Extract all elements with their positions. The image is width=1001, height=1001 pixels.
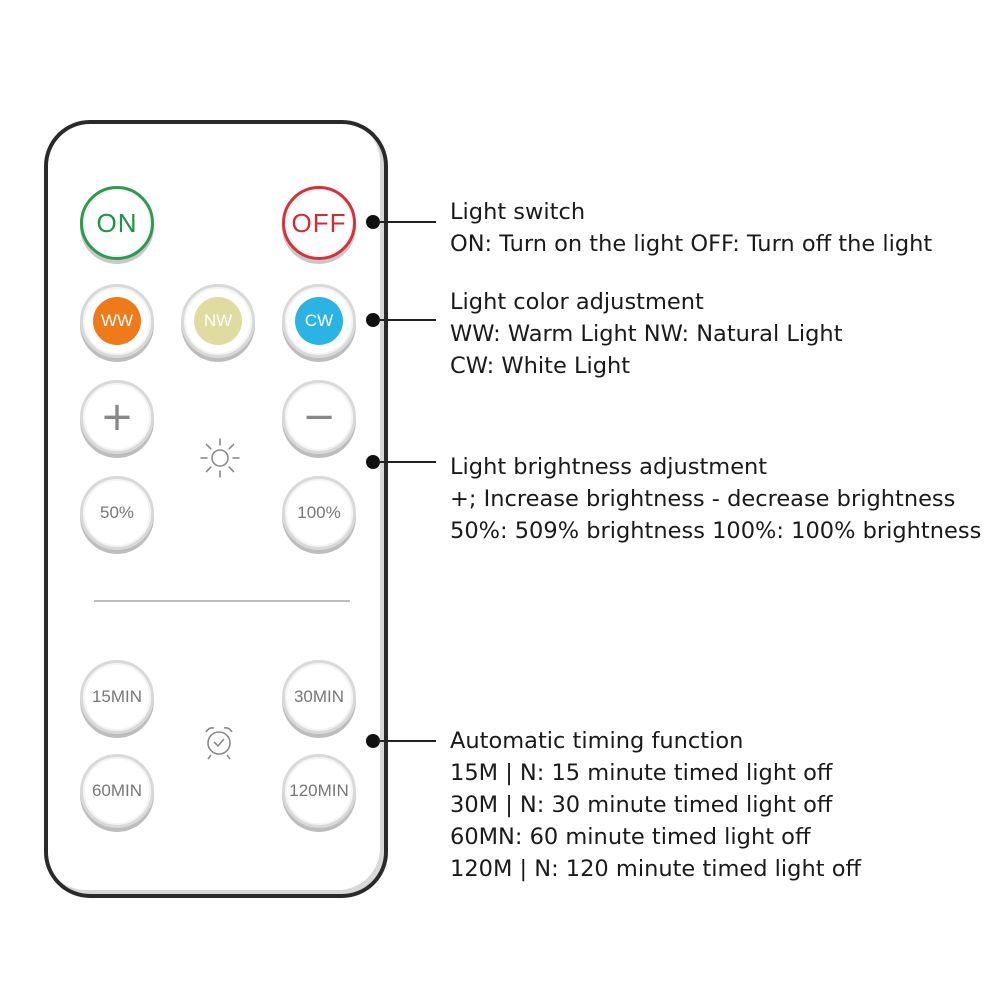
switch-annotation: Light switch ON: Turn on the light OFF: … xyxy=(450,196,932,260)
timing-line-2: 30M | N: 30 minute timed light off xyxy=(450,792,833,818)
plus-icon: + xyxy=(100,394,134,440)
warm-light-button[interactable]: WW xyxy=(80,284,154,358)
color-line-1: WW: Warm Light NW: Natural Light xyxy=(450,321,843,347)
brightness-leader-line xyxy=(378,461,436,463)
color-annotation: Light color adjustment WW: Warm Light NW… xyxy=(450,286,843,382)
on-button-label: ON xyxy=(96,207,138,238)
timer-30-button[interactable]: 30MIN xyxy=(282,660,356,734)
brightness-line-2: 50%: 509% brightness 100%: 100% brightne… xyxy=(450,518,982,544)
timer-60-label: 60MIN xyxy=(91,781,143,800)
timing-leader-line xyxy=(378,740,436,742)
natural-light-button[interactable]: NW xyxy=(181,284,255,358)
color-leader-line xyxy=(378,319,436,321)
brightness-line-1: +; Increase brightness - decrease bright… xyxy=(450,486,956,512)
timing-leader-dot xyxy=(366,734,380,748)
on-button[interactable]: ON xyxy=(80,186,154,260)
timer-30-label: 30MIN xyxy=(293,687,345,706)
brightness-decrease-button[interactable]: − xyxy=(282,380,356,454)
timer-15-label: 15MIN xyxy=(91,687,143,706)
timer-60-button[interactable]: 60MIN xyxy=(80,754,154,828)
remote-control: ON OFF WW NW CW + − 50% 100 xyxy=(44,120,388,898)
color-line-2: CW: White Light xyxy=(450,353,631,379)
brightness-title: Light brightness adjustment xyxy=(450,454,768,480)
off-button[interactable]: OFF xyxy=(282,186,356,260)
alarm-clock-icon xyxy=(205,727,233,760)
switch-leader-dot xyxy=(366,215,380,229)
off-button-label: OFF xyxy=(291,207,347,238)
brightness-50-button[interactable]: 50% xyxy=(80,476,154,550)
timer-120-label: 120MIN xyxy=(289,781,349,800)
brightness-50-label: 50% xyxy=(99,503,135,522)
sun-icon xyxy=(200,438,240,478)
brightness-leader-dot xyxy=(366,455,380,469)
timing-title: Automatic timing function xyxy=(450,728,744,754)
switch-line-1: ON: Turn on the light OFF: Turn off the … xyxy=(450,231,933,257)
switch-title: Light switch xyxy=(450,199,586,225)
switch-leader-line xyxy=(378,221,436,223)
timing-line-1: 15M | N: 15 minute timed light off xyxy=(450,760,833,786)
timer-15-button[interactable]: 15MIN xyxy=(80,660,154,734)
timing-annotation: Automatic timing function 15M | N: 15 mi… xyxy=(450,725,861,885)
color-title: Light color adjustment xyxy=(450,289,704,315)
minus-icon: − xyxy=(302,394,336,440)
warm-light-dot: WW xyxy=(93,297,141,345)
brightness-increase-button[interactable]: + xyxy=(80,380,154,454)
brightness-annotation: Light brightness adjustment +; Increase … xyxy=(450,451,981,547)
timing-line-4: 120M | N: 120 minute timed light off xyxy=(450,856,861,882)
timing-line-3: 60MN: 60 minute timed light off xyxy=(450,824,811,850)
brightness-100-label: 100% xyxy=(297,503,341,522)
white-light-dot: CW xyxy=(295,297,343,345)
natural-light-dot: NW xyxy=(194,297,242,345)
brightness-100-button[interactable]: 100% xyxy=(282,476,356,550)
divider xyxy=(94,600,350,602)
timer-120-button[interactable]: 120MIN xyxy=(282,754,356,828)
color-leader-dot xyxy=(366,313,380,327)
white-light-button[interactable]: CW xyxy=(282,284,356,358)
